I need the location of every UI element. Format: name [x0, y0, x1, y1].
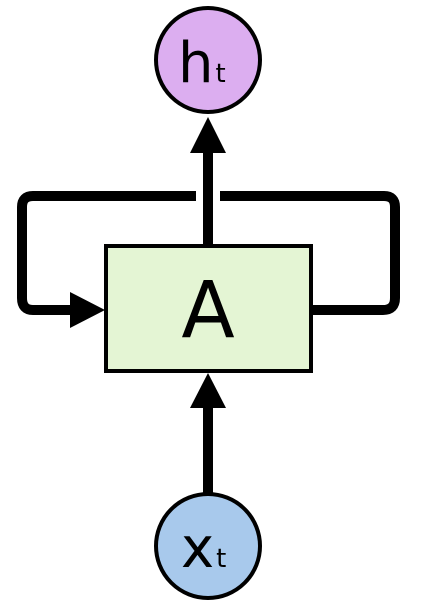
output-node [154, 6, 262, 114]
cell-box [104, 244, 313, 373]
input-arrow-head [190, 373, 226, 408]
input-node-main-text: x [181, 516, 214, 581]
output-arrow-head [190, 117, 226, 153]
input-node-label: xt [181, 516, 226, 581]
loop-arrow-head [70, 292, 105, 328]
input-node [154, 492, 262, 600]
input-node-subscript: t [216, 544, 226, 574]
output-node-label: ht [178, 31, 226, 96]
cell-label: A [181, 266, 234, 356]
recurrent-loop-line [17, 191, 400, 315]
output-node-main-text: h [178, 31, 214, 96]
output-node-subscript: t [216, 59, 226, 89]
